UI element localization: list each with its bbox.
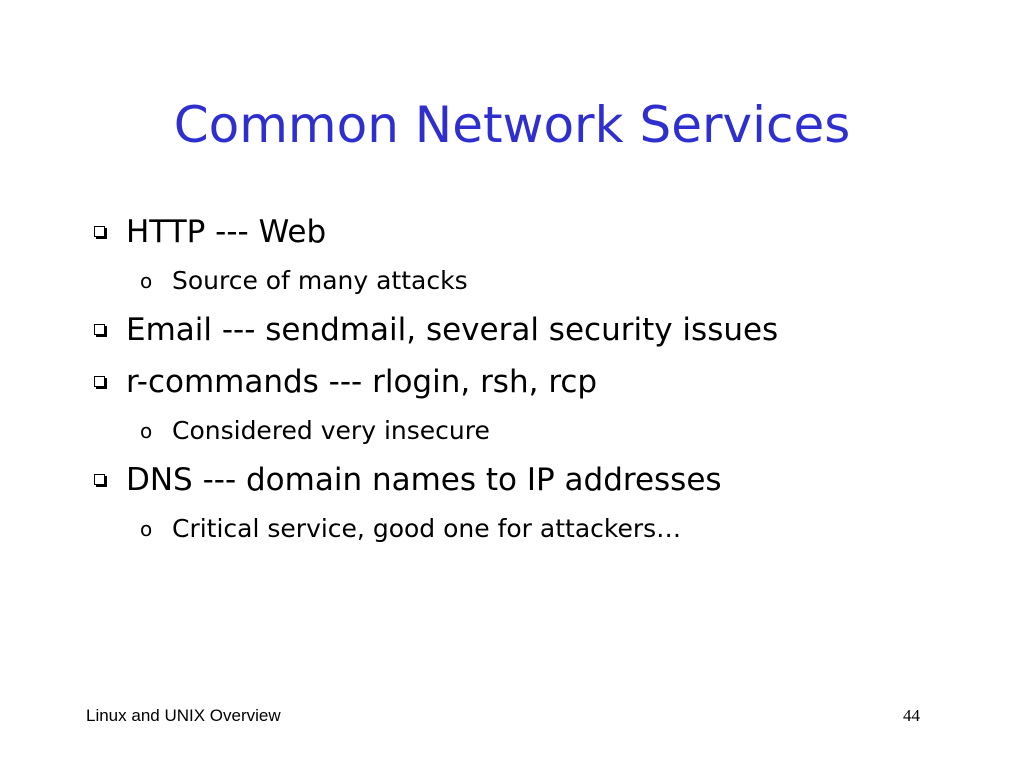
sub-bullet-item: o Source of many attacks: [92, 258, 992, 304]
sub-bullet-text: Considered very insecure: [172, 416, 490, 445]
square-bullet-icon: [94, 324, 105, 335]
bullet-text: r-commands --- rlogin, rsh, rcp: [126, 364, 598, 400]
bullet-text: Email --- sendmail, several security iss…: [126, 312, 779, 348]
sub-bullet-item: o Critical service, good one for attacke…: [92, 506, 992, 552]
square-bullet-icon: [94, 226, 105, 237]
bullet-text: HTTP --- Web: [126, 214, 327, 250]
slide-title: Common Network Services: [173, 96, 851, 154]
sub-bullet-marker: o: [140, 419, 153, 443]
sub-bullet-marker: o: [140, 517, 153, 541]
sub-bullet-item: o Considered very insecure: [92, 408, 992, 454]
sub-bullet-text: Critical service, good one for attackers…: [172, 514, 682, 543]
bullet-item: Email --- sendmail, several security iss…: [92, 304, 992, 356]
bullet-text: DNS --- domain names to IP addresses: [126, 462, 722, 498]
bullet-item: r-commands --- rlogin, rsh, rcp: [92, 356, 992, 408]
bullet-list: HTTP --- Web o Source of many attacks Em…: [92, 206, 992, 552]
sub-bullet-text: Source of many attacks: [172, 266, 468, 295]
sub-bullet-marker: o: [140, 269, 153, 293]
square-bullet-icon: [94, 376, 105, 387]
page-number: 44: [903, 706, 920, 725]
square-bullet-icon: [94, 474, 105, 485]
footer-title: Linux and UNIX Overview: [86, 706, 281, 725]
bullet-item: DNS --- domain names to IP addresses: [92, 454, 992, 506]
bullet-item: HTTP --- Web: [92, 206, 992, 258]
